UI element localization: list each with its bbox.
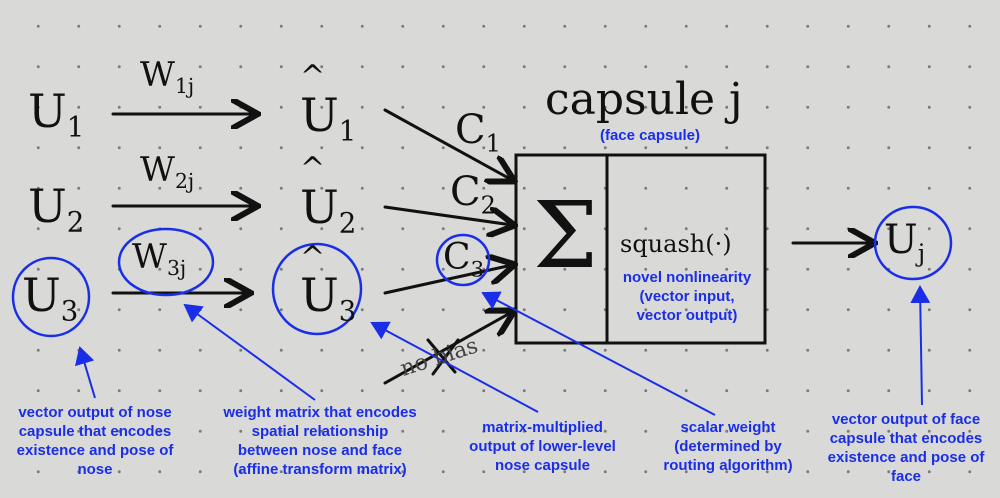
symbol-w1j: W1j [140,55,195,99]
pointer-weight-matrix [183,303,316,401]
hat-3: ^ [300,240,326,275]
symbol-c2: C2 [450,169,496,220]
symbol-c3: C3 [443,237,485,283]
circle-w3 [117,227,215,297]
pointer-nose-output [75,346,96,399]
capsule-box [514,153,767,345]
arrow-bias-to-capsule [383,312,512,385]
symbol-uhat2: U2 [300,180,357,240]
annotation-nose-output: vector output of nose capsule that encod… [16,404,174,478]
symbol-uhat1: U1 [300,88,357,148]
annotation-face-output: vector output of face capsule that encod… [827,411,985,485]
pointer-face-output [910,285,931,406]
symbol-w3j: W3j [132,237,187,281]
symbol-u2: U2 [28,179,85,239]
circle-uj [873,205,953,281]
capsule-subtitle: (face capsule) [599,127,701,144]
annotation-matrix-multiplied: matrix-multiplied output of lower-level … [469,419,616,474]
hat-2: ^ [300,151,326,186]
symbol-c1: C1 [455,107,501,158]
symbol-w2j: W2j [140,150,195,194]
circle-uhat3 [271,242,363,336]
arrow-c1-to-capsule [383,108,512,180]
annotation-weight-matrix: weight matrix that encodes spatial relat… [223,404,417,478]
capsule-title: capsule j [545,74,743,125]
sum-symbol: Σ [533,182,599,289]
symbol-u1: U1 [28,84,85,144]
pointer-matrix-multiplied [370,321,539,413]
hat-1: ^ [300,59,326,94]
circle-c3 [435,233,491,287]
symbol-u3: U3 [22,268,79,328]
squash-function: squash(·) [620,230,732,258]
pointer-scalar-weight [481,291,716,416]
nonlinearity-note: novel nonlinearity (vector input, vector… [622,269,752,324]
bias-cross-2 [431,338,460,376]
arrow-c2-to-capsule [383,205,512,225]
symbol-uhat3: U3 [300,268,357,328]
annotation-scalar-weight: scalar weight (determined by routing alg… [663,419,793,474]
symbol-uj: Uj [884,217,926,268]
circle-u3 [11,256,91,338]
arrow-c3-to-capsule [383,265,512,295]
bias-cross-1 [426,338,457,374]
